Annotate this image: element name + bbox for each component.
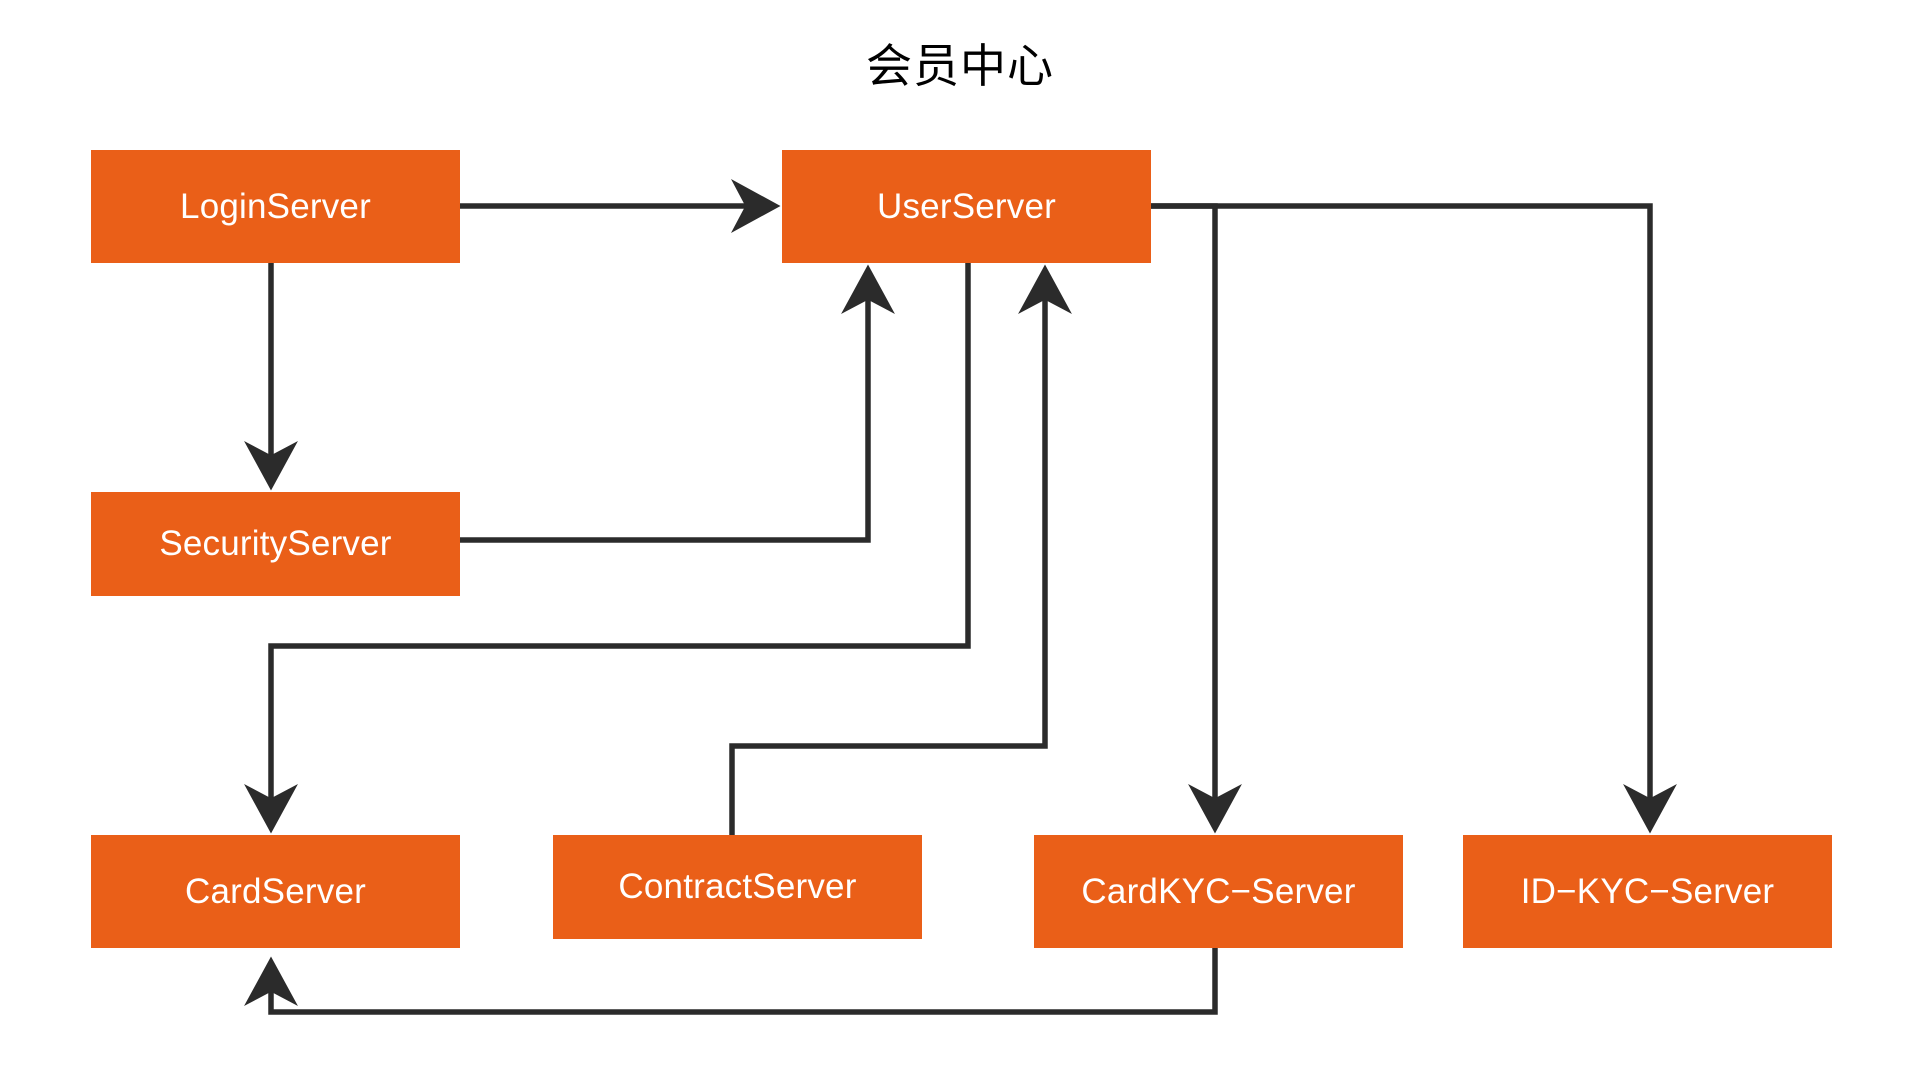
node-cardkyc-server-label: CardKYC−Server bbox=[1081, 871, 1356, 911]
node-idkyc-server[interactable]: ID−KYC−Server bbox=[1463, 835, 1832, 948]
edge-user-to-card bbox=[244, 263, 971, 834]
edge-cardkyc-to-card bbox=[244, 948, 1218, 1015]
node-contract-server-label: ContractServer bbox=[618, 867, 857, 906]
node-security-server[interactable]: SecurityServer bbox=[91, 492, 460, 596]
node-user-server[interactable]: UserServer bbox=[782, 150, 1151, 263]
node-cardkyc-server[interactable]: CardKYC−Server bbox=[1034, 835, 1403, 948]
edge-security-to-user bbox=[460, 264, 895, 543]
node-card-server[interactable]: CardServer bbox=[91, 835, 460, 948]
node-card-server-label: CardServer bbox=[185, 871, 366, 911]
edge-contract-to-user bbox=[729, 264, 1072, 835]
node-idkyc-server-label: ID−KYC−Server bbox=[1520, 871, 1775, 911]
node-login-server[interactable]: LoginServer bbox=[91, 150, 460, 263]
edge-user-to-idkyc bbox=[1151, 203, 1677, 834]
node-contract-server[interactable]: ContractServer bbox=[553, 835, 922, 939]
diagram-title: 会员中心 bbox=[866, 40, 1054, 92]
node-security-server-label: SecurityServer bbox=[159, 524, 392, 563]
node-login-server-label: LoginServer bbox=[180, 186, 371, 226]
edge-user-to-cardkyc bbox=[1151, 203, 1242, 834]
node-user-server-label: UserServer bbox=[877, 186, 1056, 226]
